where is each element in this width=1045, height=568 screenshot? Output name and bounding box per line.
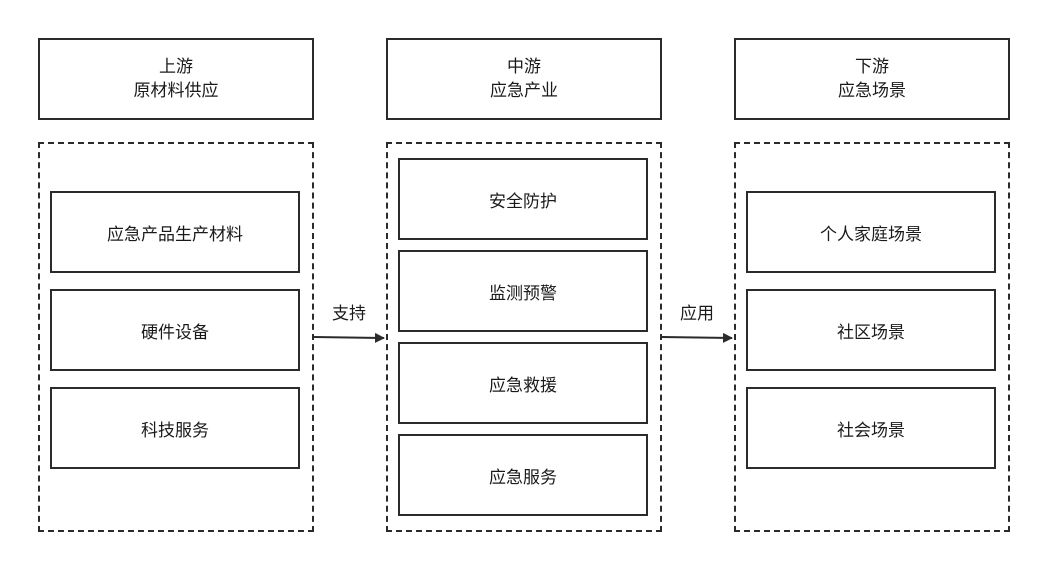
downstream-header-title: 下游 [855,57,889,77]
midstream-item-services: 应急服务 [398,434,648,516]
midstream-header-subtitle: 应急产业 [490,81,558,101]
upstream-item-tech-services: 科技服务 [50,387,300,469]
downstream-group [734,142,1010,532]
downstream-header: 下游 应急场景 [734,38,1010,120]
midstream-item-monitoring: 监测预警 [398,250,648,332]
downstream-item-society: 社会场景 [746,387,996,469]
midstream-item-rescue: 应急救援 [398,342,648,424]
downstream-item-household: 个人家庭场景 [746,191,996,273]
midstream-item-safety: 安全防护 [398,158,648,240]
apply-arrow [661,332,733,343]
upstream-header-subtitle: 原材料供应 [133,81,219,101]
upstream-item-hardware: 硬件设备 [50,289,300,371]
midstream-group [386,142,662,532]
upstream-item-materials: 应急产品生产材料 [50,191,300,273]
support-arrow-label: 支持 [332,304,366,324]
apply-arrow-label: 应用 [680,304,714,324]
downstream-item-community: 社区场景 [746,289,996,371]
downstream-header-subtitle: 应急场景 [838,81,906,101]
support-arrow [313,332,385,343]
upstream-header-title: 上游 [159,57,193,77]
midstream-header-title: 中游 [507,57,541,77]
upstream-group [38,142,314,532]
midstream-header: 中游 应急产业 [386,38,662,120]
upstream-header: 上游 原材料供应 [38,38,314,120]
